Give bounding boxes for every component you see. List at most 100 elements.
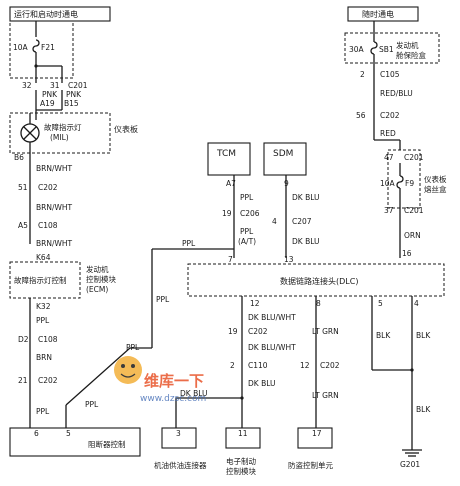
fuse-f9-label-1: 仪表板 xyxy=(424,174,447,184)
immobilizer-box xyxy=(9,427,141,457)
connector-c202-d: C202 xyxy=(248,327,268,336)
connector-c202-a: C202 xyxy=(38,183,58,192)
theft-box xyxy=(297,427,333,449)
pin-12b: 12 xyxy=(300,361,310,370)
watermark-logo: 维库一下 www.dzsc.com xyxy=(114,356,206,404)
wire-red: RED xyxy=(380,129,396,138)
connector-c105: C105 xyxy=(380,70,400,79)
ipc-label: 仪表板 xyxy=(114,124,138,134)
connector-c202-c: C202 xyxy=(380,111,400,120)
wire-ppl-at-1: PPL xyxy=(240,227,254,236)
pin-b6: B6 xyxy=(14,153,24,162)
wire-orn: ORN xyxy=(404,231,421,240)
connector-c201-c: C201 xyxy=(404,206,424,215)
wire-brn-wht-3: BRN/WHT xyxy=(36,239,73,248)
fuse-f9-name: F9 xyxy=(405,179,414,188)
pin-13: 13 xyxy=(284,255,294,264)
fuse-f21-rating: 10A xyxy=(13,43,29,52)
pin-5: 5 xyxy=(378,299,383,308)
wire-lt-grn-1: LT GRN xyxy=(312,327,339,336)
fuse-f9-rating: 10A xyxy=(380,179,396,188)
connector-c108-b: C108 xyxy=(38,335,58,344)
connector-c202-e: C202 xyxy=(320,361,340,370)
connector-c108-a: C108 xyxy=(38,221,58,230)
ipc-box xyxy=(9,112,111,154)
pin-7: 7 xyxy=(228,255,233,264)
tcm-box xyxy=(207,142,251,176)
wire-ppl-mid: PPL xyxy=(156,295,170,304)
fuse-f21-icon xyxy=(32,39,40,53)
fuse-f9-icon xyxy=(396,175,404,189)
fuse-sb1-label-1: 发动机 xyxy=(396,40,419,50)
pin-b15: B15 xyxy=(64,99,79,108)
wire-lt-grn-2: LT GRN xyxy=(312,391,339,400)
pin-17: 17 xyxy=(312,429,322,438)
watermark-url: www.dzsc.com xyxy=(140,394,206,404)
pin-56: 56 xyxy=(356,111,366,120)
wire-dk-blu-wht-2: DK BLU/WHT xyxy=(248,343,296,352)
pin-51: 51 xyxy=(18,183,28,192)
dlc-label: 数据链路连接头(DLC) xyxy=(280,276,358,286)
wire-blk-1: BLK xyxy=(376,331,391,340)
ebcm-label-2: 控制模块 xyxy=(226,466,256,476)
connector-c206: C206 xyxy=(240,209,260,218)
connector-c201-a: C201 xyxy=(68,81,88,90)
fuse-sb1-icon xyxy=(370,41,378,55)
ebcm-box xyxy=(225,427,261,449)
pin-d2: D2 xyxy=(18,335,29,344)
pin-31: 31 xyxy=(50,81,60,90)
pin-5-immobilizer: 5 xyxy=(66,429,71,438)
ecm-label-1: 发动机 xyxy=(86,264,109,274)
pin-3: 3 xyxy=(176,429,181,438)
wire-brn-wht-2: BRN/WHT xyxy=(36,203,73,212)
pin-16: 16 xyxy=(402,249,412,258)
fuse-sb1-label-2: 舱保险盒 xyxy=(396,50,426,60)
pin-19: 19 xyxy=(222,209,232,218)
pin-32: 32 xyxy=(22,81,32,90)
mil-label-2: (MIL) xyxy=(50,133,69,142)
watermark-brand: 维库一下 xyxy=(144,372,204,390)
wire-pnk-2: PNK xyxy=(66,90,82,99)
ecm-box xyxy=(9,261,81,299)
wire-ppl-at-2: (A/T) xyxy=(238,237,256,246)
pin-4-dlc: 4 xyxy=(414,299,419,308)
pin-k32: K32 xyxy=(36,302,51,311)
connector-c201-b: C201 xyxy=(404,153,424,162)
fuse-f9-label-2: 熔丝盒 xyxy=(424,184,447,194)
wire-ppl-bot1: PPL xyxy=(126,343,140,352)
fault-lamp-control-label: 故障指示灯控制 xyxy=(14,275,67,285)
connector-c110: C110 xyxy=(248,361,268,370)
ecm-label-3: (ECM) xyxy=(86,285,108,294)
connector-c207: C207 xyxy=(292,217,312,226)
pin-37: 37 xyxy=(384,206,394,215)
pin-a7: A7 xyxy=(226,179,236,188)
tcm-label: TCM xyxy=(216,149,236,159)
fuel-pump-label: 机油供油连接器 xyxy=(154,460,207,470)
wire-brn-wht-1: BRN/WHT xyxy=(36,164,73,173)
pin-6: 6 xyxy=(34,429,39,438)
fuel-pump-box xyxy=(161,427,197,449)
mil-label-1: 故障指示灯 xyxy=(44,122,82,132)
wire-blk-2: BLK xyxy=(416,331,431,340)
wire-red-blu: RED/BLU xyxy=(380,89,413,98)
wire-dk-blu-3: DK BLU xyxy=(248,379,276,388)
pin-2-c105: 2 xyxy=(360,70,365,79)
wire-ppl-1: PPL xyxy=(36,316,50,325)
fuse-sb1-name: SB1 xyxy=(379,45,394,54)
wire-blk-3: BLK xyxy=(416,405,431,414)
pin-a19: A19 xyxy=(40,99,55,108)
wire-dk-blu-wht-1: DK BLU/WHT xyxy=(248,313,296,322)
pin-21: 21 xyxy=(18,376,28,385)
fuse-sb1-rating: 30A xyxy=(349,45,365,54)
pin-8: 8 xyxy=(316,299,321,308)
fuse-block-dash xyxy=(387,149,421,209)
wire-dk-blu-1: DK BLU xyxy=(292,193,320,202)
fuse-block-engine xyxy=(344,32,440,64)
pin-4: 4 xyxy=(272,217,277,226)
pin-a5: A5 xyxy=(18,221,28,230)
pin-k64: K64 xyxy=(36,253,51,262)
pin-2b: 2 xyxy=(230,361,235,370)
pin-19b: 19 xyxy=(228,327,238,336)
wire-dk-blu-4: DK BLU xyxy=(180,389,208,398)
connector-c202-b: C202 xyxy=(38,376,58,385)
